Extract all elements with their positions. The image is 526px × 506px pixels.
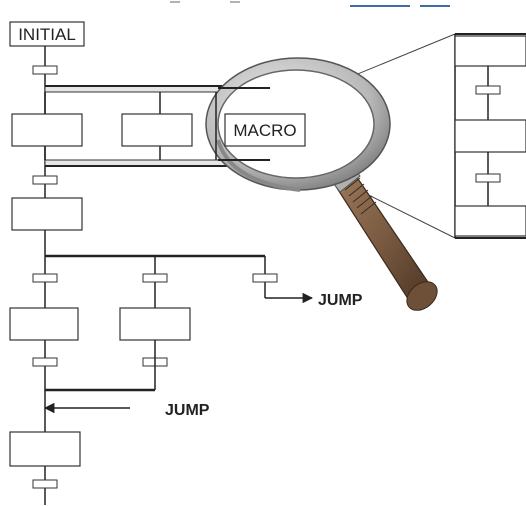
transition-2 [32, 175, 58, 185]
transition-5 [32, 479, 58, 489]
step-4b [119, 307, 191, 341]
transition-1 [32, 65, 58, 75]
step-4a [9, 307, 79, 341]
zoom-panel [454, 33, 526, 239]
transition-3c [252, 273, 278, 283]
initial-label: INITIAL [18, 25, 76, 44]
transition-3a [32, 273, 58, 283]
step-parallel-2 [121, 113, 193, 147]
macro-label: MACRO [233, 121, 296, 140]
step-3 [11, 197, 83, 231]
initial-step: INITIAL [9, 21, 85, 47]
lens-content: MACRO [215, 87, 306, 161]
top-partial-marks [170, 1, 450, 7]
parallel-branches [44, 92, 161, 160]
jump-label-2: JUMP [165, 402, 210, 419]
step-5 [9, 431, 81, 467]
transition-3b [142, 273, 168, 283]
step-parallel-1 [11, 113, 83, 147]
jump-label-1: JUMP [318, 292, 363, 309]
selection-branches [154, 256, 266, 308]
transition-4a [32, 357, 58, 367]
